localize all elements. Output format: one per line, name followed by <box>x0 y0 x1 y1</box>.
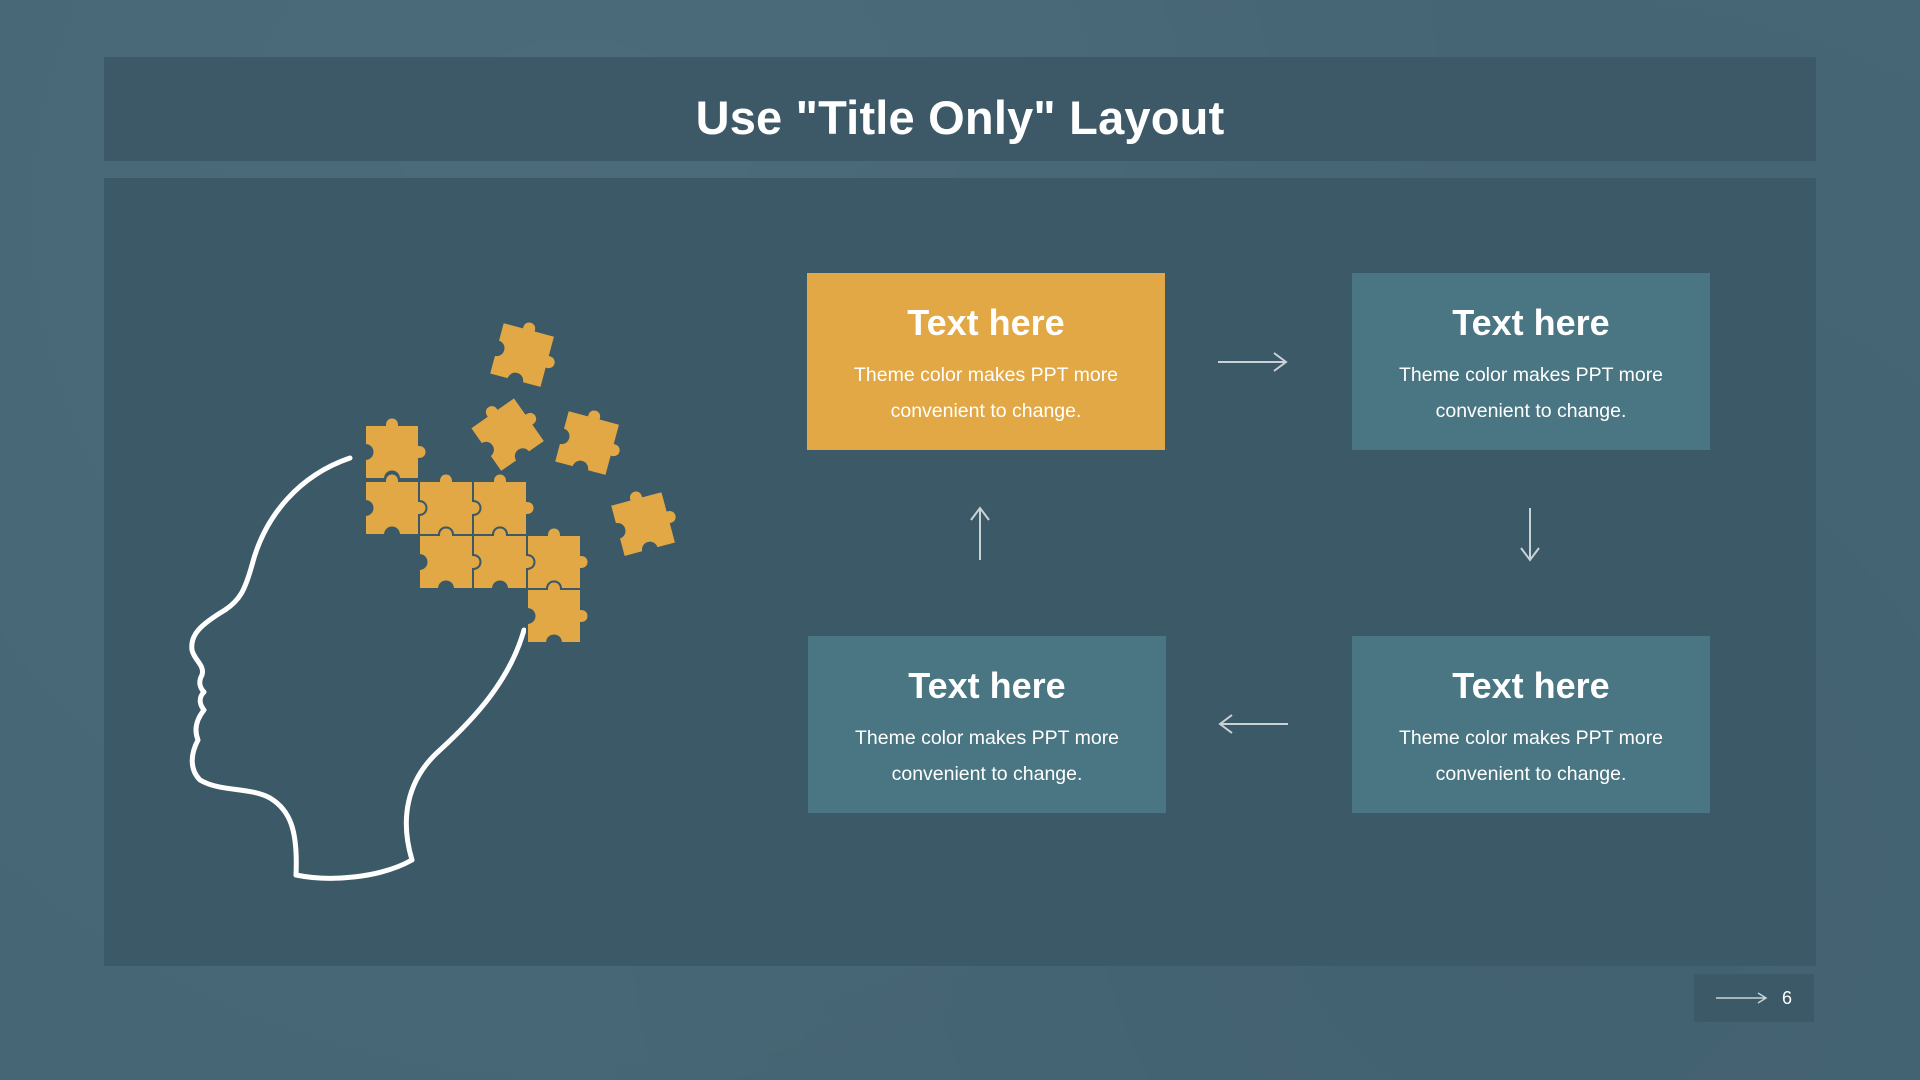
head-puzzle-icon <box>189 313 685 881</box>
card-title: Text here <box>1452 302 1610 343</box>
card-text: Theme color makes PPT more convenient to… <box>1398 364 1664 422</box>
card-title: Text here <box>908 665 1066 706</box>
process-card-3[interactable]: Text here Theme color makes PPT more con… <box>1352 636 1710 813</box>
process-card-1[interactable]: Text here Theme color makes PPT more con… <box>807 273 1165 450</box>
card-text: Theme color makes PPT more convenient to… <box>1398 727 1664 785</box>
slide-title: Use "Title Only" Layout <box>695 90 1225 144</box>
process-card-4[interactable]: Text here Theme color makes PPT more con… <box>808 636 1166 813</box>
page-indicator: 6 <box>1694 974 1814 1022</box>
arrow-right-icon <box>1218 352 1288 372</box>
arrow-down-icon <box>1520 508 1540 562</box>
page-arrow-icon <box>1716 992 1768 1004</box>
card-title: Text here <box>907 302 1065 343</box>
card-title: Text here <box>1452 665 1610 706</box>
card-text: Theme color makes PPT more convenient to… <box>854 727 1120 785</box>
card-text: Theme color makes PPT more convenient to… <box>853 364 1119 422</box>
title-bar: Use "Title Only" Layout <box>104 57 1816 161</box>
arrow-up-icon <box>970 506 990 560</box>
process-card-2[interactable]: Text here Theme color makes PPT more con… <box>1352 273 1710 450</box>
arrow-left-icon <box>1218 714 1288 734</box>
page-number: 6 <box>1781 987 1792 1008</box>
